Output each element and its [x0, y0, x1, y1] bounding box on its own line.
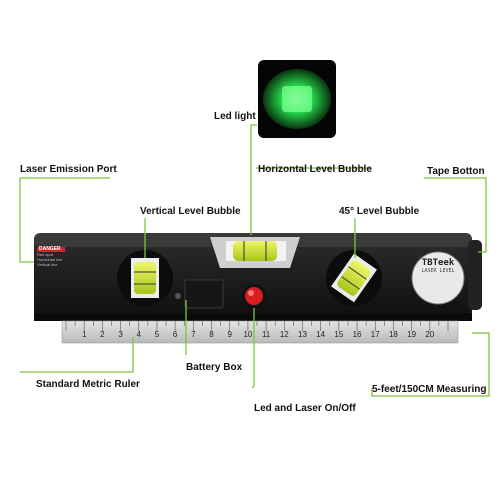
label-laser-emission-port: Laser Emission Port	[20, 164, 117, 175]
label-tape-measuring: 5-feet/150CM Measuring	[372, 384, 487, 395]
ruler-number: 20	[425, 330, 435, 339]
ruler-number: 17	[370, 330, 380, 339]
vertical-level-bubble	[117, 250, 173, 306]
ruler-number: 5	[154, 330, 160, 339]
label-angle-level-bubble: 45° Level Bubble	[339, 206, 420, 217]
ruler-number: 16	[352, 330, 362, 339]
ruler-number: 3	[118, 330, 123, 339]
ruler-number: 4	[136, 330, 141, 339]
callout-lines	[19, 124, 490, 397]
brand-sublabel: LASER LEVEL	[421, 268, 455, 274]
warning-line: Vertical line	[37, 262, 58, 267]
led-light-window	[258, 60, 336, 138]
label-battery-box: Battery Box	[186, 362, 243, 373]
warning-sticker: DANGER Red spot Horizontal line Vertical…	[37, 247, 75, 267]
brand-name: TBTeek	[421, 258, 455, 268]
ruler-number: 11	[261, 330, 271, 339]
label-horizontal-level-bubble: Horizontal Level Bubble	[258, 164, 372, 175]
warning-line: Red spot	[37, 252, 54, 257]
warning-title: DANGER	[37, 247, 65, 252]
battery-box	[175, 279, 224, 309]
ruler-number: 12	[279, 330, 289, 339]
ruler-number: 14	[316, 330, 326, 339]
ruler-number: 18	[388, 330, 398, 339]
ruler-number: 15	[334, 330, 344, 339]
angle-level-bubble	[326, 250, 382, 306]
horizontal-level-bubble	[210, 237, 300, 268]
power-switch[interactable]	[242, 284, 266, 308]
label-tape-button: Tape Botton	[427, 166, 485, 177]
ruler-number: 13	[298, 330, 307, 339]
brand-badge	[411, 251, 465, 305]
ruler-number: 2	[100, 330, 105, 339]
ruler-number: 8	[209, 330, 214, 339]
ruler-number: 6	[172, 330, 178, 339]
ruler-number: 19	[407, 330, 417, 339]
brand-text: TBTeek LASER LEVEL	[412, 258, 464, 274]
warning-line: Horizontal line	[37, 257, 63, 262]
label-led-light: Led light	[214, 111, 256, 122]
ruler-number: 7	[191, 330, 196, 339]
label-vertical-level-bubble: Vertical Level Bubble	[140, 206, 241, 217]
ruler-number: 1	[81, 330, 87, 339]
label-standard-metric-ruler: Standard Metric Ruler	[36, 379, 140, 390]
metric-ruler	[61, 320, 459, 344]
ruler-number: 10	[243, 330, 253, 339]
label-led-laser-switch: Led and Laser On/Off	[254, 403, 356, 414]
ruler-number: 9	[227, 330, 232, 339]
